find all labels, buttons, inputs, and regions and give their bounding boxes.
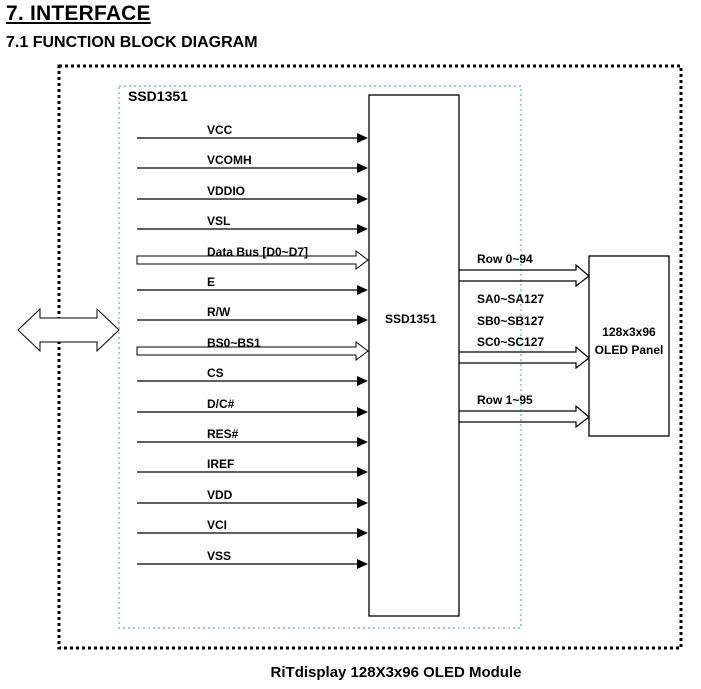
input-signal-label: VDD bbox=[207, 488, 233, 502]
input-signal-label: VCC bbox=[207, 123, 233, 137]
module-border bbox=[57, 64, 683, 650]
input-signal-14: VSS bbox=[137, 549, 368, 569]
input-signal-3: VSL bbox=[137, 214, 368, 234]
row-bottom-label: Row 1~95 bbox=[477, 393, 533, 407]
input-signal-10: RES# bbox=[137, 427, 368, 447]
chip-block-label: SSD1351 bbox=[385, 312, 437, 326]
row-top-label: Row 0~94 bbox=[477, 252, 533, 266]
input-signal-label: VSS bbox=[207, 549, 231, 563]
input-signal-label: D/C# bbox=[207, 397, 235, 411]
arrow-head bbox=[357, 407, 368, 417]
panel-line1: 128x3x96 bbox=[602, 325, 656, 339]
input-signal-8: CS bbox=[137, 366, 368, 386]
input-signal-label: Data Bus [D0~D7] bbox=[207, 245, 308, 259]
chip-block bbox=[368, 94, 460, 617]
input-signal-label: CS bbox=[207, 366, 224, 380]
input-signal-9: D/C# bbox=[137, 397, 368, 417]
input-signal-1: VCOMH bbox=[137, 153, 368, 173]
segment-output: SC0~SC127 bbox=[459, 335, 590, 370]
input-signal-6: R/W bbox=[137, 305, 368, 325]
arrow-head bbox=[357, 437, 368, 447]
input-signal-5: E bbox=[137, 275, 368, 295]
seg-c-label: SC0~SC127 bbox=[477, 335, 544, 349]
input-signal-11: IREF bbox=[137, 457, 368, 477]
bus-arrow bbox=[136, 250, 369, 270]
input-signal-label: VCI bbox=[207, 518, 227, 532]
arrow-head bbox=[357, 315, 368, 325]
row-top-output: Row 0~94 bbox=[459, 252, 590, 288]
panel-line2: OLED Panel bbox=[595, 343, 664, 357]
input-signal-7: BS0~BS1 bbox=[136, 336, 369, 361]
arrow-head bbox=[357, 285, 368, 295]
input-signal-label: VSL bbox=[207, 214, 230, 228]
subsection-heading: 7.1 FUNCTION BLOCK DIAGRAM bbox=[6, 34, 258, 51]
input-signal-label: BS0~BS1 bbox=[207, 336, 261, 350]
arrow-head bbox=[357, 528, 368, 538]
chip-border bbox=[118, 85, 522, 629]
arrow-head bbox=[357, 194, 368, 204]
oled-panel bbox=[588, 255, 670, 437]
arrow-head bbox=[357, 559, 368, 569]
input-signal-label: R/W bbox=[207, 305, 231, 319]
input-signal-label: VCOMH bbox=[207, 153, 252, 167]
seg-a-label: SA0~SA127 bbox=[477, 292, 544, 306]
section-heading: 7. INTERFACE bbox=[6, 2, 151, 25]
arrow-head bbox=[357, 224, 368, 234]
arrow-head bbox=[357, 376, 368, 386]
input-signal-0: VCC bbox=[137, 123, 368, 143]
bus-arrow bbox=[136, 341, 369, 361]
module-caption: RiTdisplay 128X3x96 OLED Module bbox=[271, 664, 522, 681]
arrow-head bbox=[357, 133, 368, 143]
input-signal-4: Data Bus [D0~D7] bbox=[136, 245, 369, 270]
input-signals: VCC VCOMH VDDIO VSL Data Bus [D0~D7] E R/W BS0~… bbox=[136, 123, 369, 569]
input-signal-label: E bbox=[207, 275, 215, 289]
interface-double-arrow bbox=[17, 307, 120, 353]
arrow-head bbox=[357, 467, 368, 477]
chip-label: SSD1351 bbox=[128, 88, 188, 104]
input-signal-label: VDDIO bbox=[207, 184, 245, 198]
row-bottom-output: Row 1~95 bbox=[459, 393, 590, 429]
input-signal-label: RES# bbox=[207, 427, 239, 441]
input-signal-label: IREF bbox=[207, 457, 234, 471]
input-signal-13: VCI bbox=[137, 518, 368, 538]
input-signal-2: VDDIO bbox=[137, 184, 368, 204]
arrow-head bbox=[357, 163, 368, 173]
seg-b-label: SB0~SB127 bbox=[477, 314, 544, 328]
input-signal-12: VDD bbox=[137, 488, 368, 508]
arrow-head bbox=[357, 498, 368, 508]
